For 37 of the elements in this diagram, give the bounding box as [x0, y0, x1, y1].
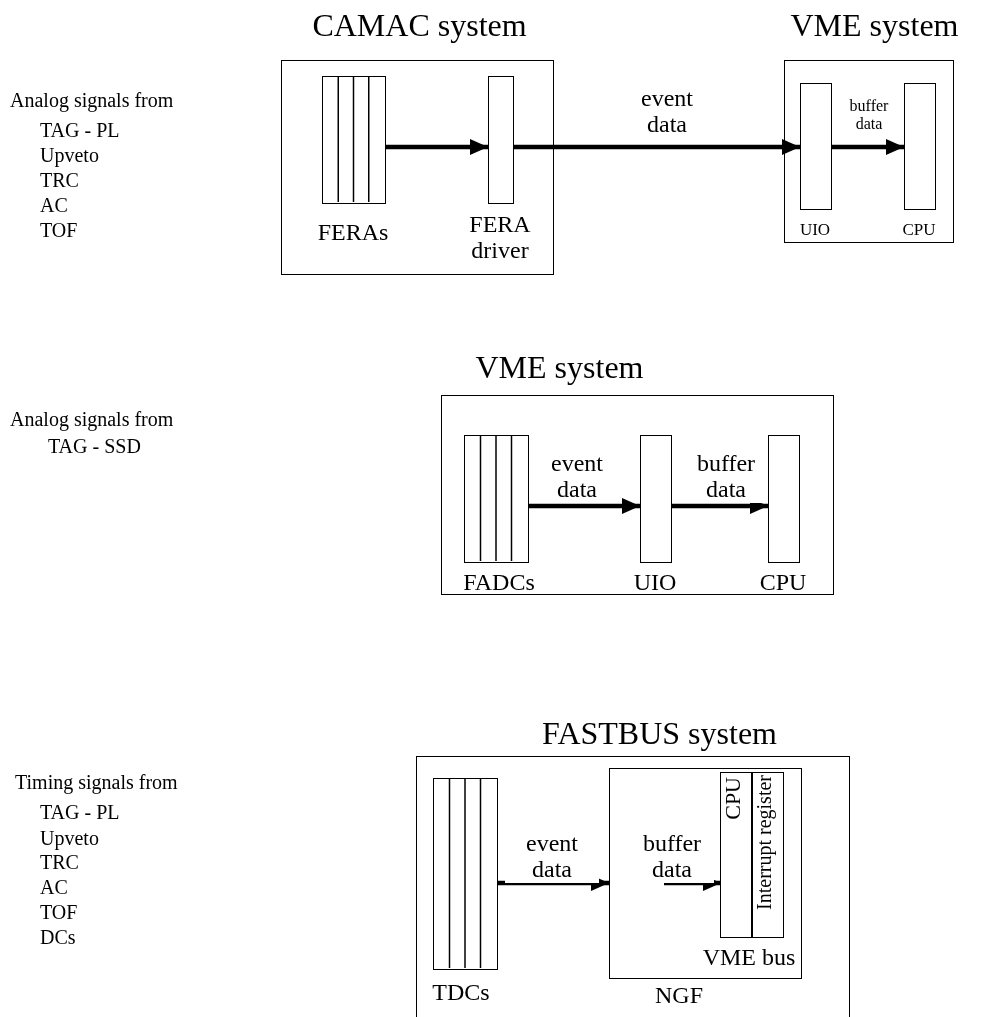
system-heading: FASTBUS system	[541, 715, 778, 751]
module-label: CPU	[901, 221, 937, 240]
signal-label: Timing signals from	[15, 772, 178, 792]
system-heading: VME system	[474, 349, 645, 385]
system-heading: CAMAC system	[311, 7, 528, 43]
signal-label: Analog signals from	[10, 409, 174, 429]
signal-label: TRC	[40, 852, 79, 872]
signal-label: TOF	[40, 220, 78, 240]
signal-label: AC	[40, 195, 68, 215]
signal-label: DCs	[40, 927, 76, 947]
module-label: CPU	[720, 776, 745, 820]
signal-label: TAG - PL	[40, 802, 120, 822]
system-heading: VME system	[789, 7, 960, 43]
module-label: UIO	[632, 569, 678, 596]
signal-label: TAG - PL	[40, 120, 120, 140]
signal-label: Upveto	[40, 828, 99, 848]
arrow	[529, 498, 640, 514]
module-label: UIO	[798, 221, 832, 240]
signal-label: Upveto	[40, 145, 99, 165]
signal-label: TRC	[40, 170, 79, 190]
module-label: TDCs	[431, 979, 491, 1006]
signal-label: Analog signals from	[10, 90, 174, 110]
module-label: FADCs	[462, 569, 536, 596]
module-label: FERA driver	[468, 211, 532, 264]
module-label: FERAs	[316, 219, 390, 246]
module-label: NGF	[654, 982, 704, 1009]
module-label: CPU	[758, 569, 808, 596]
module-label: Interrupt register	[752, 774, 775, 910]
system-heading: VME bus	[701, 944, 797, 971]
module-card	[752, 772, 784, 938]
module-card	[720, 772, 752, 938]
signal-label: TAG - SSD	[48, 436, 141, 456]
signal-label: TOF	[40, 902, 78, 922]
arrow	[514, 139, 800, 155]
arrow	[832, 139, 904, 155]
signal-label: AC	[40, 877, 68, 897]
arrow	[386, 139, 488, 155]
